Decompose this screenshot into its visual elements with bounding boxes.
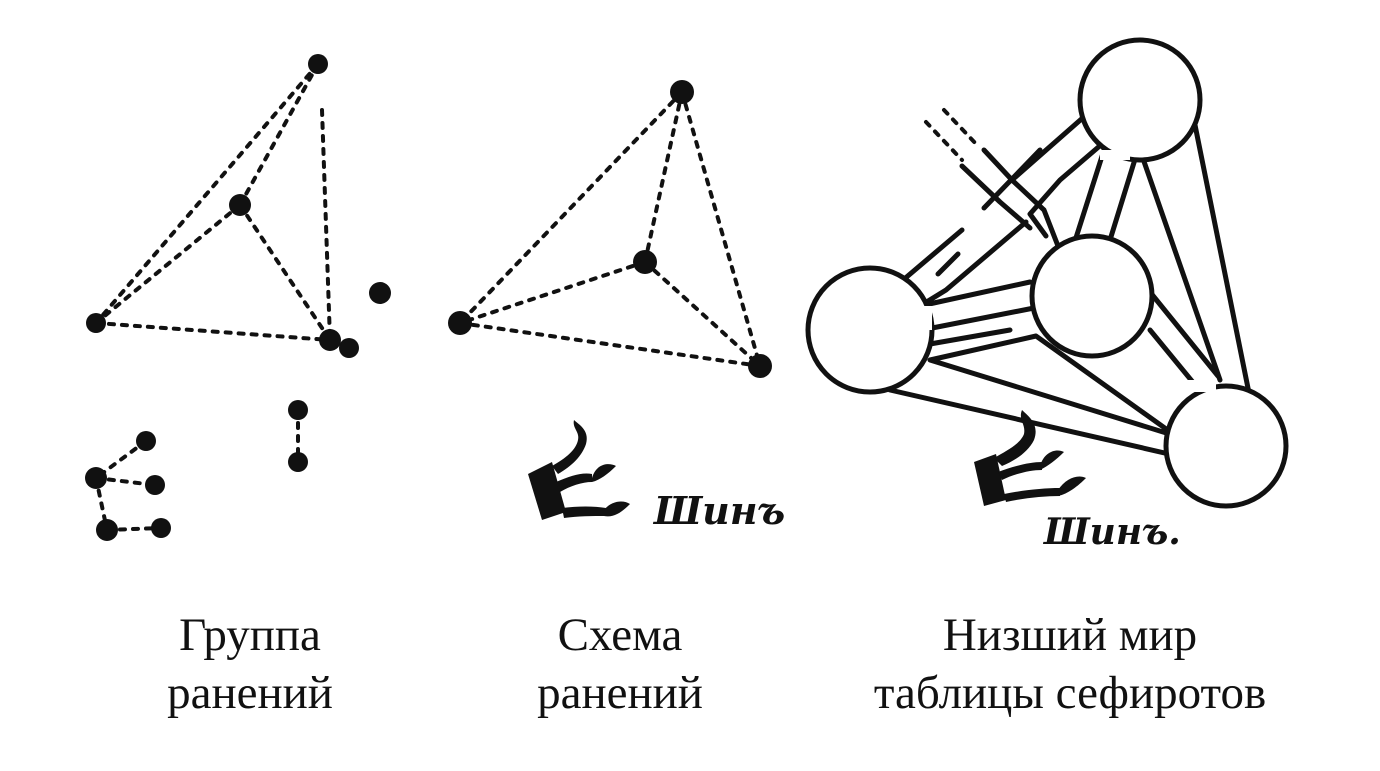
- channel-right-edge: [1191, 117, 1253, 401]
- channel-spoke-right: [1147, 289, 1221, 389]
- dotted-line: [458, 260, 647, 325]
- caption-line: таблицы сефиротов: [873, 667, 1267, 719]
- wound-mark: [670, 80, 694, 104]
- wound-mark: [229, 194, 251, 216]
- caption-line: ранений: [167, 667, 333, 719]
- dotted-line: [643, 260, 762, 368]
- wound-mark: [288, 452, 308, 472]
- sephiroth-dotted-lines: [924, 108, 980, 162]
- dotted-line: [94, 321, 332, 342]
- shin-letter-emblem: [528, 420, 630, 520]
- sephiroth-joints: [918, 150, 1216, 392]
- dotted-line: [238, 203, 332, 342]
- wound-mark: [748, 354, 772, 378]
- wound-mark: [145, 475, 165, 495]
- dotted-line: [94, 476, 157, 487]
- channel-spoke-top: [1071, 147, 1139, 247]
- dotted-line: [320, 108, 332, 342]
- dotted-line: [680, 90, 762, 368]
- wound-mark: [288, 400, 308, 420]
- dotted-line: [924, 120, 964, 162]
- panel-wound-scheme: Шинъ: [448, 80, 785, 533]
- wound-mark: [369, 282, 391, 304]
- caption-line: ранений: [537, 667, 703, 719]
- panel-wound-group: [85, 54, 391, 541]
- caption-line: Схема: [557, 609, 683, 661]
- caption-wound-scheme: Схема ранений: [490, 606, 750, 722]
- channel-cross-bar: [959, 147, 1061, 249]
- caption-line: Группа: [179, 609, 321, 661]
- wound-mark: [136, 431, 156, 451]
- dotted-line: [942, 108, 980, 148]
- wound-group-dotted-lines: [94, 62, 332, 532]
- caption-line: Низший мир: [942, 609, 1198, 661]
- channel-bottom-edge: [887, 387, 1207, 465]
- wound-mark: [86, 313, 106, 333]
- channel-spoke-left: [917, 279, 1037, 333]
- wound-scheme-marks: [448, 80, 772, 378]
- sephira-sphere-right: [1163, 383, 1289, 509]
- dotted-line: [458, 90, 684, 325]
- wound-mark: [319, 329, 341, 351]
- caption-wound-group: Группа ранений: [120, 606, 380, 722]
- dotted-line: [458, 321, 762, 368]
- wound-mark: [96, 519, 118, 541]
- sephira-sphere-left: [805, 265, 935, 395]
- channel-right-edge-inner: [1137, 137, 1223, 383]
- dotted-line: [238, 62, 320, 207]
- wound-group-marks: [85, 54, 391, 541]
- wound-mark: [151, 518, 171, 538]
- wound-mark: [339, 338, 359, 358]
- wound-mark: [308, 54, 328, 74]
- wound-mark: [85, 467, 107, 489]
- sephira-sphere-top: [1077, 37, 1203, 163]
- wound-scheme-dotted-lines: [458, 90, 762, 368]
- dotted-line: [643, 90, 684, 264]
- channel-left-edge-inner: [917, 129, 1119, 309]
- wound-mark: [448, 311, 472, 335]
- sephiroth-spheres: [805, 37, 1289, 509]
- signature-text: Шинъ: [652, 488, 785, 533]
- caption-sephiroth-lower-world: Низший мир таблицы сефиротов: [830, 606, 1310, 722]
- panel-sephiroth-lower-world: Шинъ.: [805, 37, 1289, 553]
- shin-letter-emblem: [974, 410, 1086, 506]
- channel-bottom-edge-inner: [927, 327, 1179, 439]
- sephira-sphere-center: [1029, 233, 1155, 359]
- wound-mark: [633, 250, 657, 274]
- dotted-line: [94, 203, 242, 325]
- signature-text: Шинъ.: [1042, 511, 1181, 553]
- dotted-line: [94, 62, 320, 325]
